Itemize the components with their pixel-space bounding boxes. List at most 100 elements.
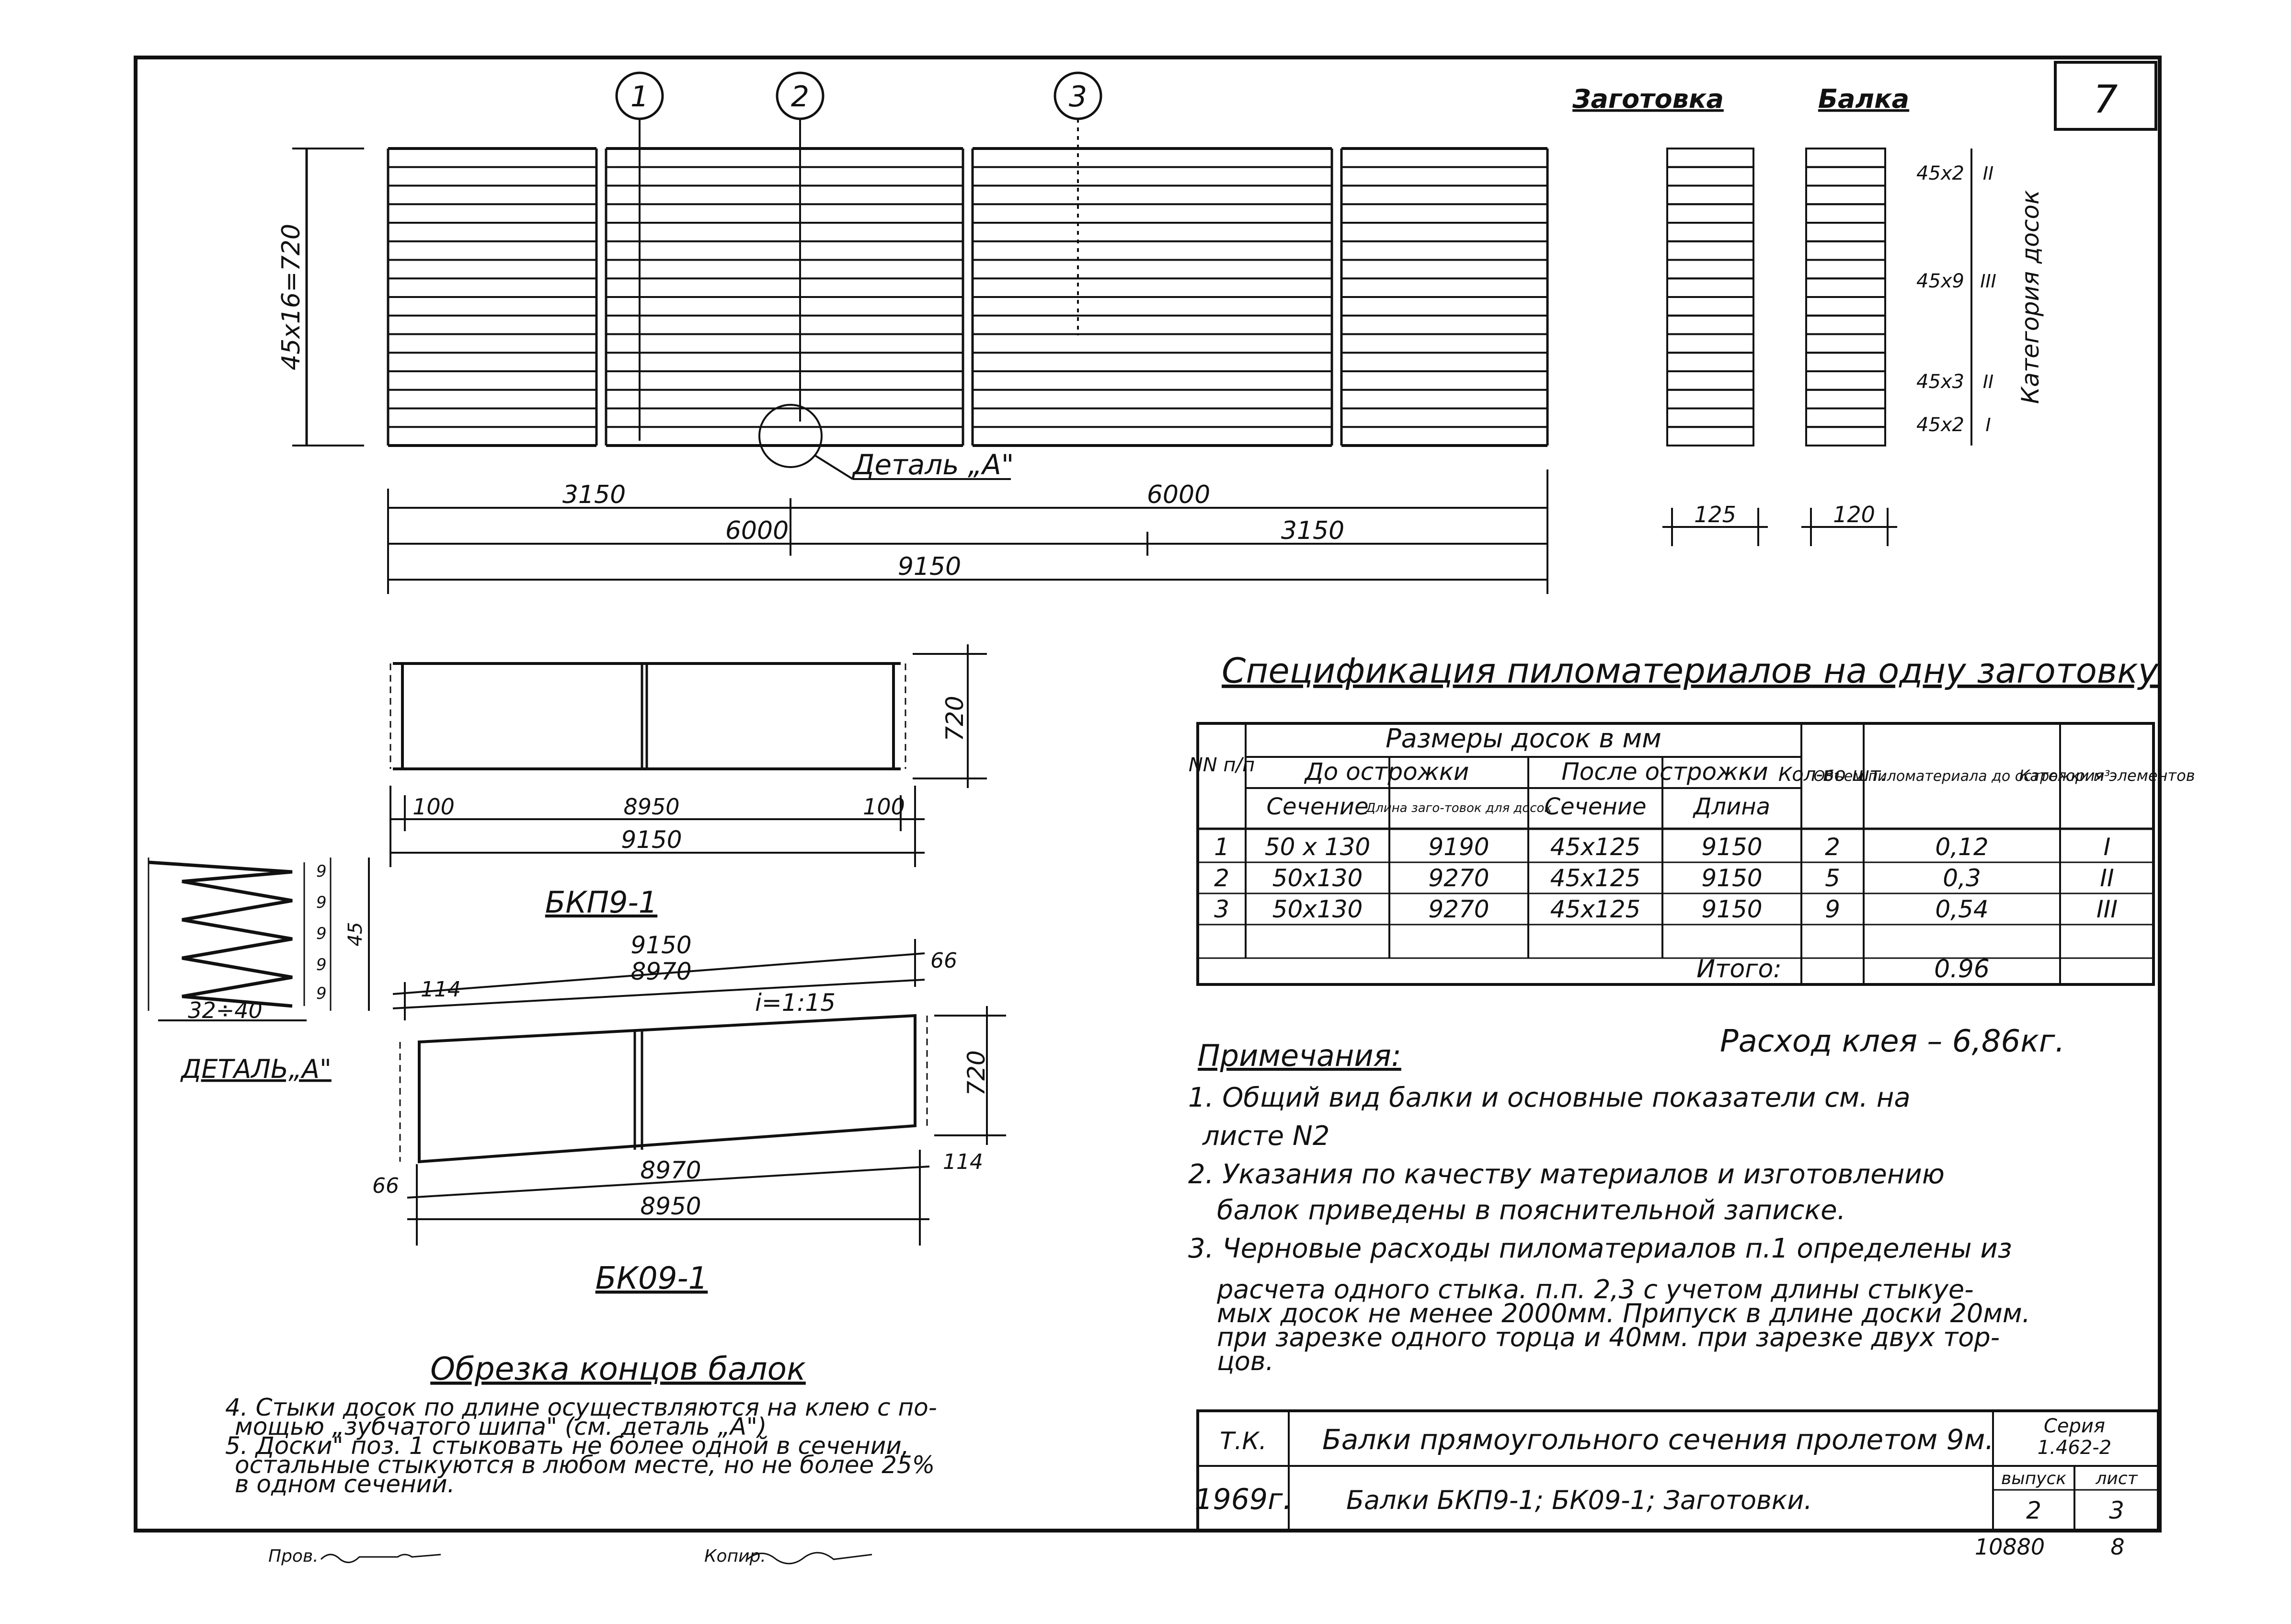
layer-size-4: 45x2 <box>1916 414 1964 436</box>
section-board <box>1805 389 1886 410</box>
tooth-dim-4: 9 <box>316 955 327 974</box>
note-2: 2. Указания по качеству материалов и изг… <box>1188 1159 1945 1190</box>
spec-cell: 3 <box>1214 895 1229 923</box>
detail-a-label: ДЕТАЛЬ„А" <box>180 1054 332 1084</box>
layer-cat-4: I <box>1985 414 1991 435</box>
spec-cell: II <box>2100 864 2114 892</box>
note-left-4: остальные стыкуются в любом месте, но не… <box>235 1451 935 1479</box>
section-board <box>1666 370 1754 391</box>
bko-beam-outline <box>418 1014 916 1164</box>
detail-a-reference: Деталь „А" <box>851 448 1014 481</box>
bkp9-1-view: 720 100 8950 100 9150 БКП9-1 <box>389 644 987 920</box>
section-board <box>1666 166 1754 187</box>
callout-1-label: 1 <box>630 80 649 114</box>
bko-top-total: 9150 <box>630 931 691 959</box>
dim-mid-right: 3150 <box>1281 516 1344 545</box>
note-3b: расчета одного стыка. п.п. 2,3 с учетом … <box>1216 1274 1974 1304</box>
spec-cell: 45x125 <box>1550 833 1641 861</box>
spec-cell: 45x125 <box>1550 864 1641 892</box>
notes-left: 4. Стыки досок по длине осуществляются н… <box>225 1394 937 1498</box>
bko-top-inner: 8970 <box>630 958 691 985</box>
tooth-dim-5: 9 <box>316 984 327 1003</box>
note-left-2: мощью „зубчатого шипа" (см. деталь „А") <box>235 1413 767 1441</box>
spec-cell: 2 <box>1214 864 1229 892</box>
bko-bottom-left: 66 <box>372 1174 399 1198</box>
hdr-qty: Кол-во шт. <box>1778 764 1887 786</box>
section-board <box>1805 259 1886 280</box>
tooth-dim-3: 9 <box>316 924 327 943</box>
notes: Примечания: 1. Общий вид балки и основны… <box>1188 1038 2030 1376</box>
bko-bottom-total: 8950 <box>640 1192 701 1220</box>
stamp-tk: Т.К. <box>1220 1427 1267 1455</box>
spec-cell: 50x130 <box>1272 895 1363 923</box>
beam-elevation: 45x16=720 1 2 3 Деталь „А" <box>277 71 1549 594</box>
sheet-number-box <box>2054 61 2157 131</box>
stamp-issue-label: выпуск <box>2001 1469 2066 1488</box>
spec-cell: 50 x 130 <box>1265 833 1370 861</box>
glue-consumption: Расход клея – 6,86кг. <box>1720 1024 2065 1059</box>
hdr-section2: Сечение <box>1544 793 1646 820</box>
bkp-dim-right: 100 <box>863 794 905 820</box>
callout-3-label: 3 <box>1069 80 1087 114</box>
stamp-title2: Балки БКП9-1; БК09-1; Заготовки. <box>1346 1485 1812 1515</box>
hdr-before: До острожки <box>1304 758 1469 786</box>
bkp-dim-total: 9150 <box>621 826 682 854</box>
bk09-1-view: 9150 8970 114 66 i=1:15 720 8970 8950 66… <box>372 931 1006 1296</box>
spec-cell: 0,12 <box>1935 833 1988 861</box>
bko-left-off: 114 <box>421 977 461 1002</box>
format-number: 8 <box>2110 1534 2124 1560</box>
stamp-title1: Балки прямоугольного сечения пролетом 9м… <box>1322 1423 1994 1456</box>
stamp-series: 1.462-2 <box>2038 1437 2111 1459</box>
note-2b: балок приведены в пояснительной записке. <box>1217 1195 1845 1226</box>
section-board <box>1666 296 1754 317</box>
spec-cell: I <box>2104 833 2111 861</box>
elevation-height-dim: 45x16=720 <box>277 224 306 370</box>
section-board <box>1666 240 1754 261</box>
section-board <box>1805 277 1886 298</box>
section-board <box>1666 426 1754 446</box>
section-board <box>1805 352 1886 372</box>
hdr-sizes: Размеры досок в мм <box>1386 723 1661 754</box>
layer-size-2: 45x9 <box>1916 270 1964 292</box>
section-board <box>1666 184 1754 206</box>
section-board <box>1805 166 1886 187</box>
note-3c: мых досок не менее 2000мм. Припуск в дли… <box>1217 1298 2030 1328</box>
notes-title: Примечания: <box>1198 1038 1401 1073</box>
layer-size-1: 45x2 <box>1916 162 1964 184</box>
elevation-dimensions: 3150 6000 6000 3150 9150 <box>387 469 1548 594</box>
elevation-boards <box>387 147 1549 447</box>
detail-a-length: 32÷40 <box>188 997 263 1023</box>
blank-section <box>1666 148 1754 446</box>
spec-cell: 9 <box>1825 895 1840 923</box>
section-board <box>1805 203 1886 224</box>
spec-cell: 45x125 <box>1550 895 1641 923</box>
section-board <box>1666 389 1754 410</box>
hdr-category: Категория элементов <box>2019 766 2195 785</box>
sheet-number: 7 <box>2094 77 2118 122</box>
dim-top-right: 6000 <box>1147 480 1210 509</box>
inventory-number: 10880 <box>1975 1534 2045 1560</box>
tooth-dim-1: 9 <box>316 862 327 881</box>
bkp-height-dim: 720 <box>941 696 969 741</box>
callout-2-label: 2 <box>791 80 809 114</box>
hdr-section: Сечение <box>1266 793 1368 820</box>
stamp-issue: 2 <box>2026 1497 2041 1524</box>
bkp-dim-left: 100 <box>412 794 455 820</box>
bko-slope: i=1:15 <box>755 989 836 1017</box>
bkp-label: БКП9-1 <box>545 885 657 920</box>
note-left-1: 4. Стыки досок по длине осуществляются н… <box>225 1394 937 1421</box>
cross-sections: Заготовка Балка 45x2 II 45x9 III 45x3 II… <box>1572 84 2044 546</box>
note-1b: листе N2 <box>1202 1121 1329 1152</box>
bko-bottom-inner: 8970 <box>640 1156 701 1184</box>
tooth-dim-2: 9 <box>316 893 327 912</box>
blank-width-dim: 125 <box>1694 502 1736 527</box>
layer-cat-2: III <box>1980 271 1996 292</box>
section-board <box>1666 407 1754 428</box>
section-board <box>1666 148 1754 168</box>
bko-bottom-right: 114 <box>943 1150 983 1174</box>
sheet-frame <box>134 56 2162 1533</box>
stamp-sheet: 3 <box>2109 1497 2124 1524</box>
bko-right-off: 66 <box>930 949 957 973</box>
dim-mid-left: 6000 <box>725 516 789 545</box>
section-board <box>1805 222 1886 242</box>
